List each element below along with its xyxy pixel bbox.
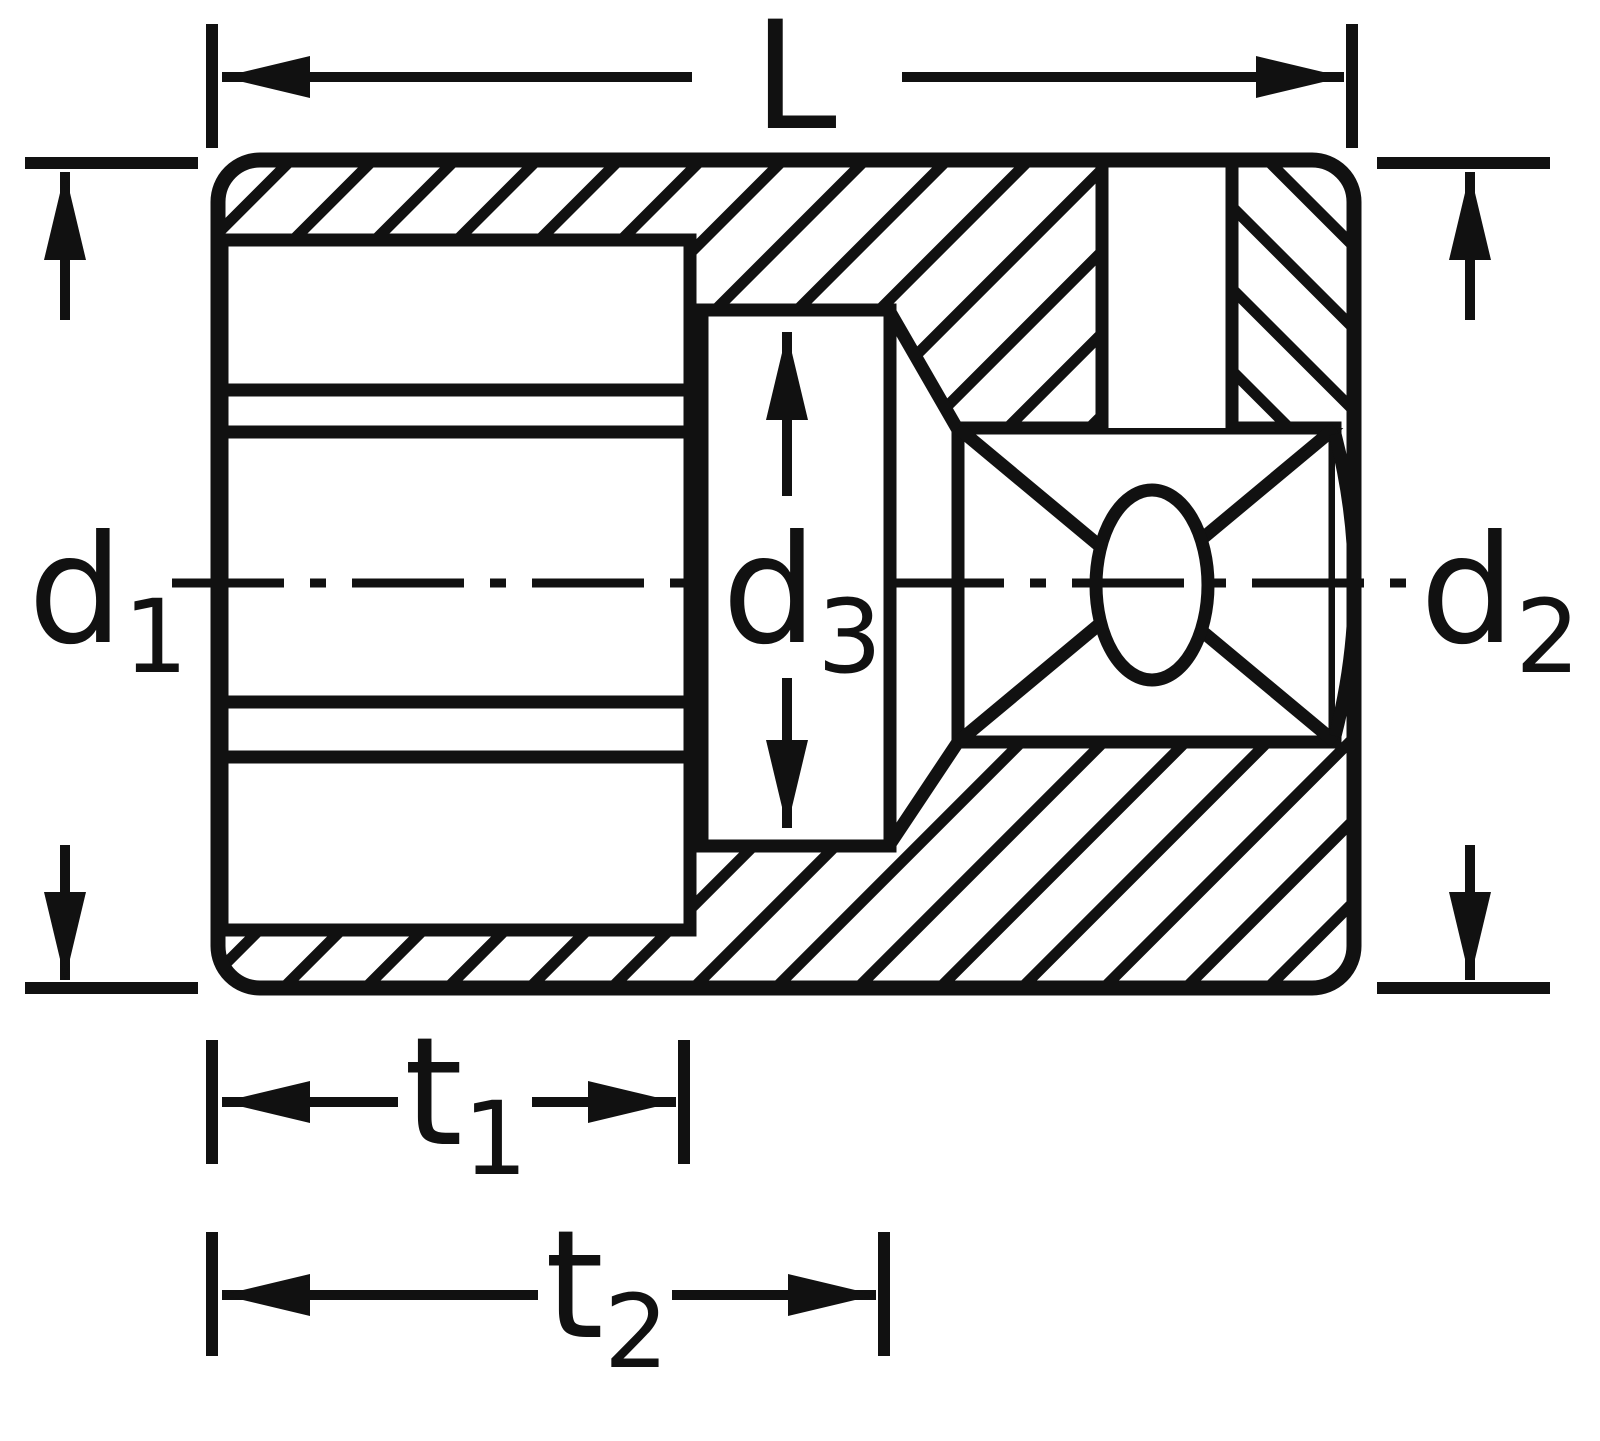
dim-d1: d1 [25, 157, 198, 994]
socket-body [210, 152, 1362, 996]
dim-d2: d2 [1377, 157, 1580, 994]
label-d3: d3 [722, 504, 882, 697]
top-slot-cavity [1102, 166, 1232, 428]
label-length: L [753, 0, 837, 164]
dim-length: L [206, 0, 1358, 164]
body-outline [210, 152, 1362, 996]
dim-t2: t2 [206, 1199, 890, 1392]
label-d2: d2 [1420, 504, 1580, 697]
top-slot [1095, 163, 1239, 432]
body-hatch-reverse-region [1238, 160, 1354, 428]
funnel-top-edge [884, 308, 964, 434]
label-t2: t2 [545, 1199, 669, 1392]
funnel-transition [890, 312, 958, 844]
label-backing [712, 498, 878, 676]
dim-t1: t1 [206, 1006, 690, 1199]
label-d1: d1 [28, 504, 188, 697]
funnel-bottom-edge [884, 738, 964, 848]
dim-d3: d3 [712, 332, 882, 828]
label-t1: t1 [404, 1006, 528, 1199]
